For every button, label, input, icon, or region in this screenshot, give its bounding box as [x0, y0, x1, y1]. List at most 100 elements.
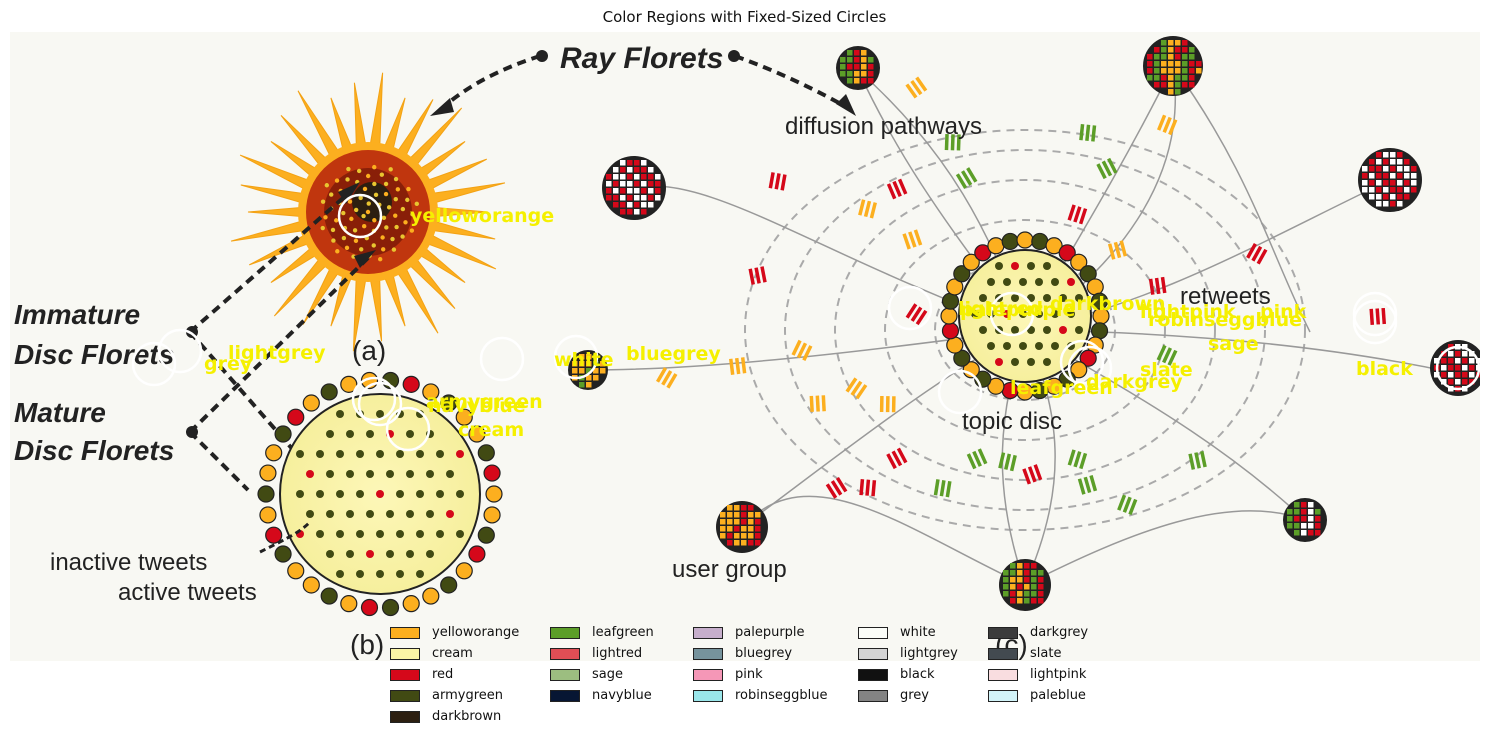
user-node-cell: [1161, 61, 1167, 67]
user-node-cell: [727, 512, 733, 518]
legend-item-paleblue: paleblue: [988, 685, 1088, 706]
tweet-dot: [336, 450, 344, 458]
floret: [455, 562, 473, 580]
user-node-cell: [627, 174, 633, 180]
overlay-palepurple: palepurple: [960, 299, 1075, 321]
seed-dot: [365, 173, 371, 179]
legend-swatch: [858, 647, 888, 660]
tweet-stroke: [802, 345, 813, 361]
tweet-stroke: [1117, 494, 1127, 511]
seed-dot: [383, 181, 389, 187]
circle-leafgreen: [937, 369, 983, 415]
legend-label: pink: [735, 667, 763, 682]
tweet-stroke: [858, 199, 866, 216]
ray-arrow-left: [438, 54, 541, 112]
user-node-cell: [1362, 173, 1368, 179]
tweet-mark: [748, 266, 767, 285]
user-node-cell: [1189, 68, 1195, 74]
tweet-dot: [1035, 278, 1043, 286]
tweet-stroke: [1107, 157, 1118, 174]
diffusion-label: diffusion pathways: [785, 113, 982, 140]
seed-dot: [324, 183, 330, 188]
user-node-cell: [1315, 530, 1321, 536]
immature-label-1: Immature: [14, 299, 140, 330]
tweet-stroke: [1160, 276, 1167, 294]
user-node-cell: [1441, 365, 1447, 371]
tweet-dot: [306, 470, 314, 478]
tweet-dot: [396, 570, 404, 578]
user-node-cell: [627, 167, 633, 173]
floret: [1031, 232, 1049, 251]
seed-dot: [344, 245, 350, 251]
tweet-stroke: [835, 477, 848, 493]
legend-item-leafgreen: leafgreen: [550, 622, 654, 643]
tweet-dot: [316, 490, 324, 498]
tweet-stroke: [966, 167, 978, 183]
user-node-cell: [1315, 516, 1321, 522]
legend-item-black: black: [858, 664, 958, 685]
user-node-cell: [1315, 523, 1321, 529]
user-node-cell: [727, 526, 733, 532]
seed-dot: [393, 176, 399, 182]
tweet-mark: [825, 477, 848, 499]
user-node-cell: [854, 78, 860, 84]
tweet-stroke: [740, 357, 747, 374]
tweet-dot: [366, 510, 374, 518]
tweet-stroke: [1162, 347, 1172, 364]
seed-dot: [400, 206, 406, 212]
tweet-stroke: [886, 453, 897, 470]
legend-label: lightgrey: [900, 646, 958, 661]
seed-dot: [390, 236, 395, 242]
user-node-cell: [1455, 358, 1461, 364]
floret: [483, 506, 501, 524]
user-group-label: user group: [672, 556, 787, 583]
user-node-cell: [1024, 584, 1030, 590]
user-node-cell: [1147, 61, 1153, 67]
seed-dot: [341, 210, 346, 216]
tweet-stroke: [915, 309, 928, 326]
user-node-cell: [1301, 509, 1307, 515]
user-node-cell: [1175, 82, 1181, 88]
tweet-dot: [326, 470, 334, 478]
seed-dot: [366, 201, 371, 206]
overlay-armygreen: armygreen: [426, 391, 543, 413]
seed-dot: [358, 195, 363, 201]
tweet-dot: [1011, 326, 1019, 334]
tweet-stroke: [905, 83, 918, 99]
user-node-cell: [593, 375, 599, 381]
seed-dot: [372, 218, 377, 223]
legend-item-bluegrey: bluegrey: [693, 643, 828, 664]
user-node-cell: [868, 78, 874, 84]
user-node-cell: [1161, 54, 1167, 60]
user-node-cell: [727, 533, 733, 539]
floret: [1079, 349, 1097, 367]
user-node-cell: [755, 512, 761, 518]
legend-item-sage: sage: [550, 664, 654, 685]
tweet-stroke: [1375, 308, 1381, 325]
tweet-stroke: [891, 396, 896, 413]
tweet-mark: [1369, 307, 1387, 325]
user-node-cell: [1168, 89, 1174, 95]
user-node-cell: [648, 195, 654, 201]
tweet-dot: [416, 490, 424, 498]
user-node: [1358, 148, 1422, 212]
tweet-dot: [376, 490, 384, 498]
tweet-dot: [406, 430, 414, 438]
legend-swatch: [693, 689, 723, 702]
tweet-dot: [1003, 310, 1011, 318]
user-node-cell: [1390, 152, 1396, 158]
user-node-cell: [868, 71, 874, 77]
floret: [422, 383, 440, 401]
tweet-dot: [396, 530, 404, 538]
user-node-cell: [1003, 577, 1009, 583]
legend-label: yelloworange: [432, 625, 520, 640]
floret: [1090, 292, 1109, 310]
tweet-mark: [791, 339, 813, 361]
floret: [402, 375, 420, 393]
tweet-stroke: [977, 448, 988, 465]
tweet-stroke: [910, 306, 923, 322]
seed-dot: [388, 167, 393, 172]
seed-dot: [403, 220, 408, 225]
user-node-cell: [1390, 187, 1396, 193]
floret: [381, 598, 400, 617]
